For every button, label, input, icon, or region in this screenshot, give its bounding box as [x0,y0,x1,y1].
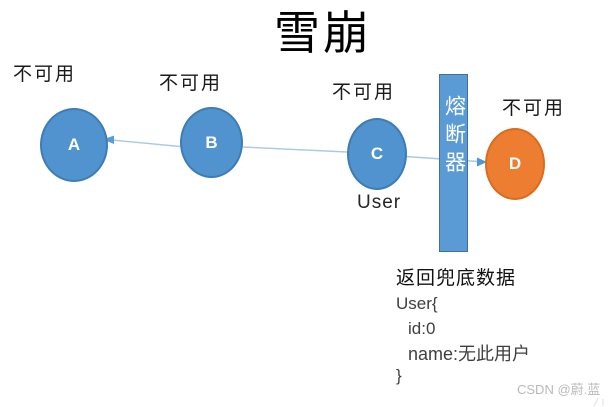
status-label-d: 不可用 [502,98,566,119]
service-node-a: A [40,108,108,182]
node-b-label: B [205,132,218,152]
service-node-b: B [180,107,243,178]
fallback-code-line: User{ [396,294,438,313]
node-c-label: C [370,144,384,163]
fallback-code-line: } [396,366,402,385]
service-node-c: C [347,118,407,190]
status-label-c: 不可用 [332,82,396,103]
fallback-code-line: id:0 [408,319,436,338]
node-d-label: D [508,154,522,173]
fallback-code-line: name:无此用户 [408,344,531,364]
user-caption: User [357,192,402,213]
diagram-title: 雪崩 [274,8,372,59]
status-label-a: 不可用 [13,64,77,85]
watermark-fragment [593,397,604,407]
status-label-b: 不可用 [159,73,223,94]
fallback-heading: 返回兜底数据 [396,268,517,289]
node-a-label: A [67,135,81,154]
csdn-watermark: CSDN @蔚.蓝 [517,382,601,397]
circuit-breaker-bar: 熔断器 [439,74,468,252]
circuit-breaker-label: 熔断器 [442,95,466,179]
service-node-d: D [485,128,545,200]
